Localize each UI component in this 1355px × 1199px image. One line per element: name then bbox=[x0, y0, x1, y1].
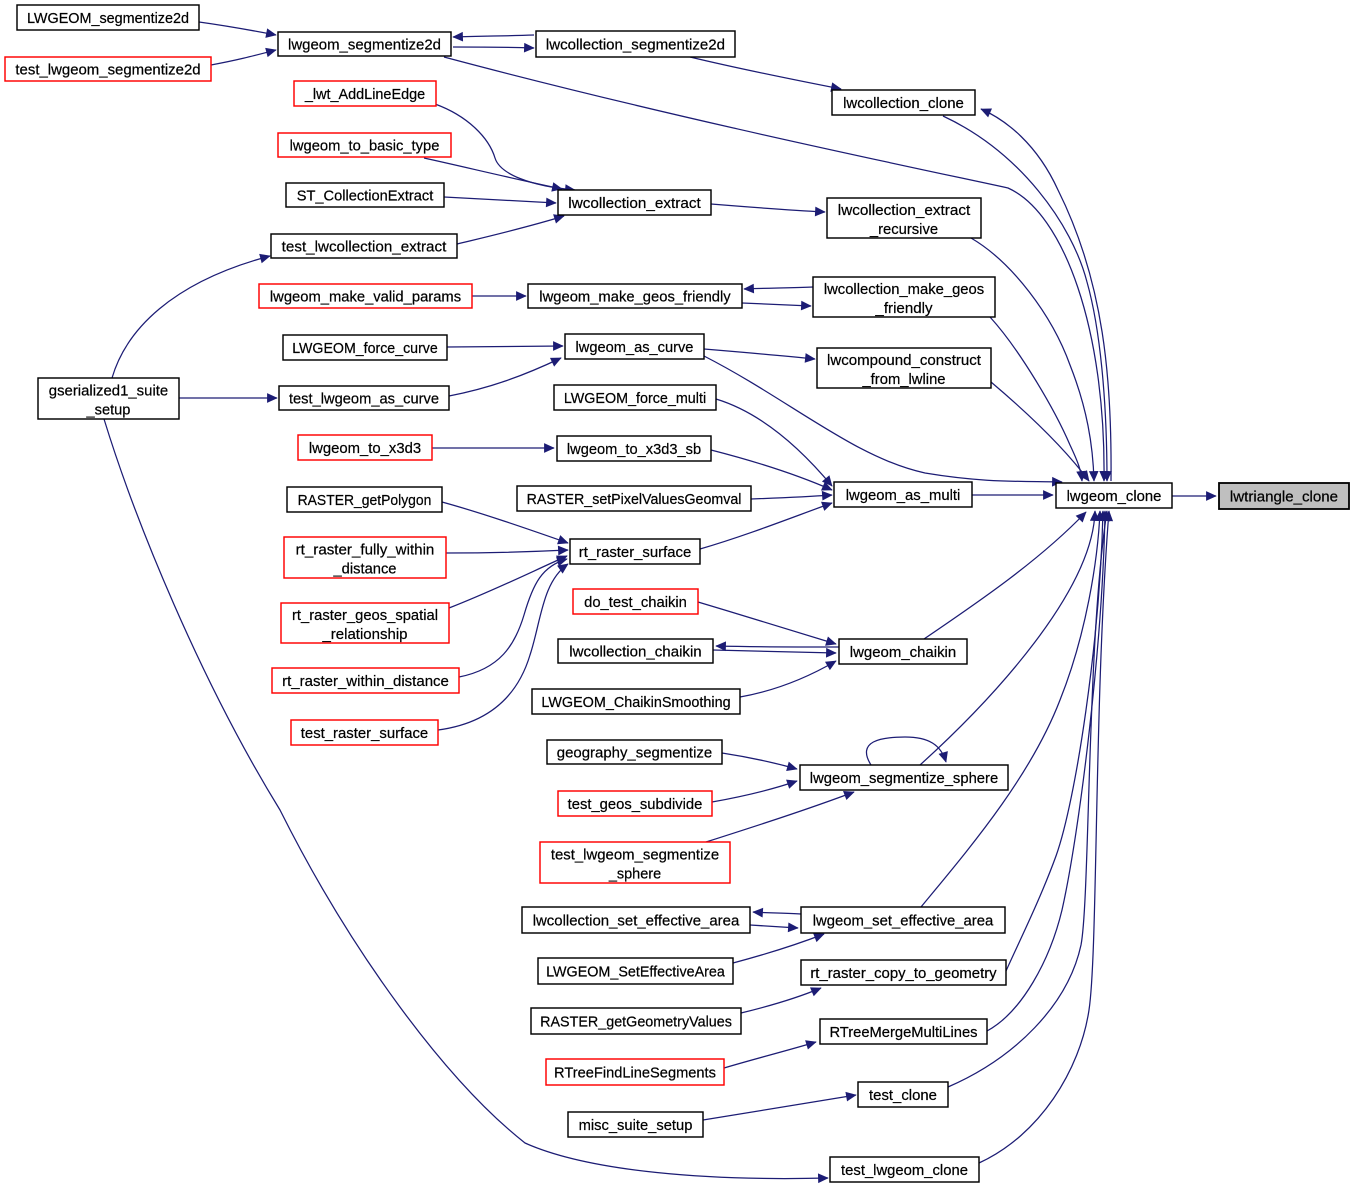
svg-text:lwcollection_set_effective_are: lwcollection_set_effective_area bbox=[533, 913, 740, 930]
svg-text:lwgeom_to_basic_type: lwgeom_to_basic_type bbox=[290, 138, 440, 155]
svg-text:lwcollection_segmentize2d: lwcollection_segmentize2d bbox=[546, 37, 725, 54]
svg-text:rt_raster_copy_to_geometry: rt_raster_copy_to_geometry bbox=[810, 965, 997, 982]
svg-text:test_lwgeom_as_curve: test_lwgeom_as_curve bbox=[289, 391, 439, 408]
svg-text:rt_raster_geos_spatial: rt_raster_geos_spatial bbox=[292, 607, 438, 624]
svg-text:lwgeom_to_x3d3_sb: lwgeom_to_x3d3_sb bbox=[567, 441, 701, 458]
svg-text:LWGEOM_SetEffectiveArea: LWGEOM_SetEffectiveArea bbox=[546, 964, 725, 981]
svg-text:lwcompound_construct: lwcompound_construct bbox=[827, 352, 982, 369]
svg-text:lwgeom_chaikin: lwgeom_chaikin bbox=[850, 644, 956, 661]
svg-text:test_lwgeom_clone: test_lwgeom_clone bbox=[841, 1162, 968, 1179]
svg-text:LWGEOM_ChaikinSmoothing: LWGEOM_ChaikinSmoothing bbox=[541, 694, 730, 711]
svg-text:_setup: _setup bbox=[86, 401, 131, 418]
svg-text:gserialized1_suite: gserialized1_suite bbox=[49, 383, 168, 400]
svg-text:lwcollection_chaikin: lwcollection_chaikin bbox=[569, 644, 701, 661]
svg-text:lwtriangle_clone: lwtriangle_clone bbox=[1230, 489, 1338, 506]
svg-text:_from_lwline: _from_lwline bbox=[861, 371, 945, 388]
svg-text:geography_segmentize: geography_segmentize bbox=[557, 745, 712, 762]
svg-text:_lwt_AddLineEdge: _lwt_AddLineEdge bbox=[304, 86, 425, 103]
svg-text:rt_raster_fully_within: rt_raster_fully_within bbox=[296, 542, 435, 559]
svg-text:_recursive: _recursive bbox=[869, 221, 938, 238]
svg-text:test_lwcollection_extract: test_lwcollection_extract bbox=[282, 239, 447, 256]
svg-text:LWGEOM_force_multi: LWGEOM_force_multi bbox=[564, 390, 706, 407]
svg-text:lwgeom_clone: lwgeom_clone bbox=[1067, 488, 1162, 505]
svg-text:lwgeom_set_effective_area: lwgeom_set_effective_area bbox=[813, 913, 994, 930]
svg-text:LWGEOM_force_curve: LWGEOM_force_curve bbox=[292, 340, 438, 357]
svg-text:lwgeom_to_x3d3: lwgeom_to_x3d3 bbox=[309, 440, 421, 457]
svg-text:RTreeMergeMultiLines: RTreeMergeMultiLines bbox=[829, 1024, 977, 1041]
svg-text:lwgeom_segmentize_sphere: lwgeom_segmentize_sphere bbox=[810, 770, 998, 787]
svg-text:lwgeom_segmentize2d: lwgeom_segmentize2d bbox=[288, 37, 441, 54]
svg-text:RASTER_getPolygon: RASTER_getPolygon bbox=[298, 492, 432, 509]
svg-text:ST_CollectionExtract: ST_CollectionExtract bbox=[297, 188, 434, 205]
svg-text:lwgeom_as_multi: lwgeom_as_multi bbox=[846, 487, 961, 504]
svg-text:rt_raster_surface: rt_raster_surface bbox=[579, 544, 692, 561]
svg-text:_friendly: _friendly bbox=[874, 300, 933, 317]
svg-text:_distance: _distance bbox=[333, 560, 397, 577]
svg-text:misc_suite_setup: misc_suite_setup bbox=[579, 1117, 693, 1134]
svg-text:test_geos_subdivide: test_geos_subdivide bbox=[568, 796, 703, 813]
svg-text:test_lwgeom_segmentize2d: test_lwgeom_segmentize2d bbox=[15, 62, 200, 79]
svg-text:RTreeFindLineSegments: RTreeFindLineSegments bbox=[554, 1065, 716, 1082]
svg-text:do_test_chaikin: do_test_chaikin bbox=[584, 594, 687, 611]
svg-text:LWGEOM_segmentize2d: LWGEOM_segmentize2d bbox=[27, 10, 189, 27]
svg-text:test_clone: test_clone bbox=[869, 1087, 937, 1104]
svg-text:_relationship: _relationship bbox=[321, 626, 407, 643]
svg-text:_sphere: _sphere bbox=[608, 865, 661, 882]
svg-text:lwcollection_extract: lwcollection_extract bbox=[568, 195, 701, 212]
svg-text:RASTER_getGeometryValues: RASTER_getGeometryValues bbox=[540, 1014, 732, 1031]
svg-text:lwgeom_make_valid_params: lwgeom_make_valid_params bbox=[270, 289, 461, 306]
svg-text:lwgeom_as_curve: lwgeom_as_curve bbox=[576, 339, 694, 356]
svg-text:lwcollection_extract: lwcollection_extract bbox=[838, 202, 971, 219]
svg-text:lwcollection_clone: lwcollection_clone bbox=[843, 95, 964, 112]
svg-text:rt_raster_within_distance: rt_raster_within_distance bbox=[282, 673, 449, 690]
svg-text:RASTER_setPixelValuesGeomval: RASTER_setPixelValuesGeomval bbox=[527, 491, 742, 508]
svg-text:test_lwgeom_segmentize: test_lwgeom_segmentize bbox=[551, 847, 719, 864]
svg-text:lwgeom_make_geos_friendly: lwgeom_make_geos_friendly bbox=[539, 289, 731, 306]
svg-text:lwcollection_make_geos: lwcollection_make_geos bbox=[824, 281, 984, 298]
svg-text:test_raster_surface: test_raster_surface bbox=[301, 725, 428, 742]
